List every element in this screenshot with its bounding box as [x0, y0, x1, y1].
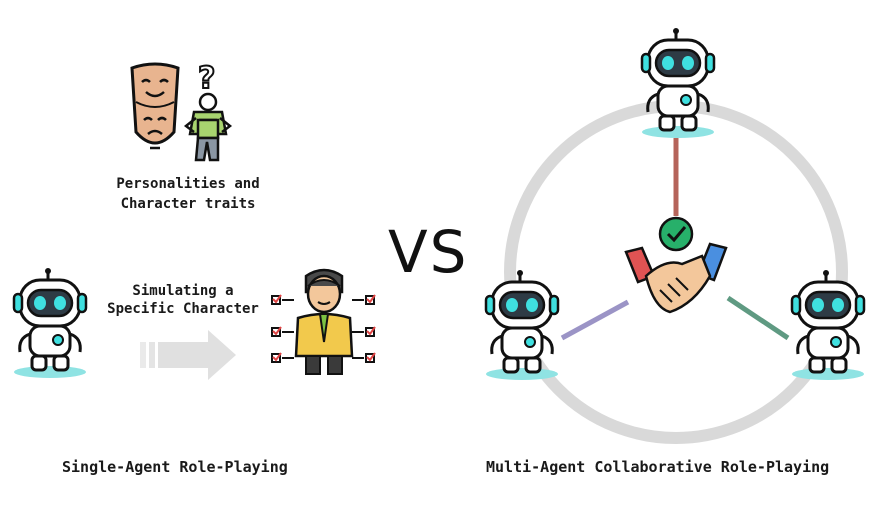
robot-icon [12, 268, 88, 378]
single-agent-caption: Single-Agent Role-Playing [62, 458, 288, 476]
robot-icon [790, 270, 866, 380]
traits-label: Personalities and Character traits [108, 174, 268, 214]
traits-label-line-1: Personalities and [116, 176, 260, 192]
simulating-label: Simulating a Specific Character [98, 282, 268, 318]
collaboration-diagram [484, 28, 866, 444]
confused-person-icon: ? [183, 60, 233, 162]
multi-agent-caption: Multi-Agent Collaborative Role-Playing [486, 458, 830, 476]
handshake-icon [624, 242, 728, 314]
robot-icon [640, 28, 716, 138]
theatre-masks-icon [130, 62, 180, 150]
robot-icon [484, 270, 560, 380]
arrow-right-icon [140, 330, 236, 380]
checkmark-icon [658, 216, 694, 252]
character-checklist-icon [271, 268, 376, 375]
simulating-label-line-1: Simulating a [132, 283, 234, 299]
question-mark-icon: ? [198, 61, 215, 96]
link-right [726, 295, 790, 341]
simulating-label-line-2: Specific Character [107, 301, 259, 317]
vs-label: VS [388, 218, 469, 286]
link-left [560, 299, 630, 341]
traits-label-line-2: Character traits [120, 196, 256, 212]
